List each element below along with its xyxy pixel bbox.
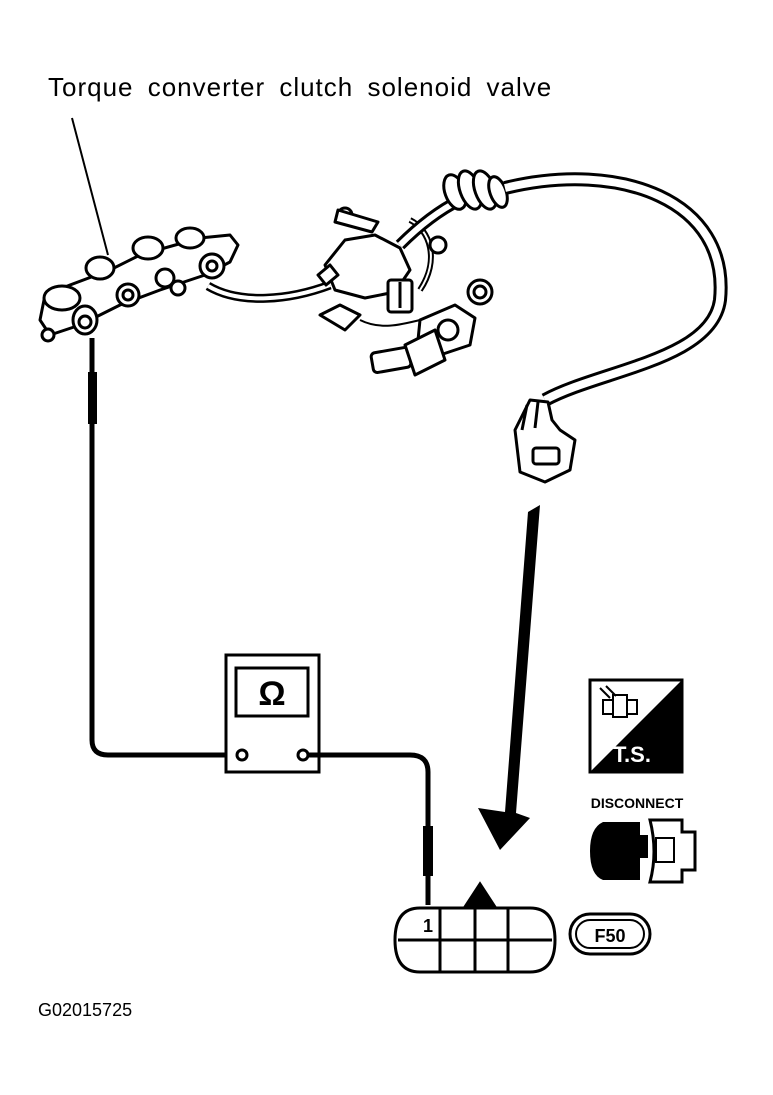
pointer-arrow-icon: [478, 505, 540, 850]
disconnect-label: DISCONNECT: [591, 795, 684, 811]
harness-connector: [513, 398, 577, 484]
figure-id: G02015725: [38, 1000, 133, 1020]
ohmmeter: Ω: [224, 653, 321, 774]
terminal-side-icon: T.S.: [588, 678, 684, 774]
harness-grommet: [395, 169, 509, 250]
left-probe-tip: [88, 372, 97, 424]
label-leader-line: [71, 117, 109, 256]
connector-id-label: F50: [594, 926, 625, 946]
pin-number-label: 1: [423, 916, 433, 936]
solenoid-valve-assembly: [38, 226, 240, 343]
ts-badge-label: T.S.: [613, 742, 651, 767]
disconnect-connector-icon: DISCONNECT: [590, 795, 697, 884]
sensor-cluster: [316, 206, 494, 377]
ohm-symbol: Ω: [258, 675, 285, 713]
connector-id-badge: F50: [568, 912, 652, 956]
meter-terminal-right: [296, 748, 310, 762]
right-probe-tip: [423, 826, 433, 876]
component-label: Torque converter clutch solenoid valve: [48, 72, 553, 102]
connector-face: 1: [393, 881, 557, 974]
meter-terminal-left: [235, 748, 249, 762]
